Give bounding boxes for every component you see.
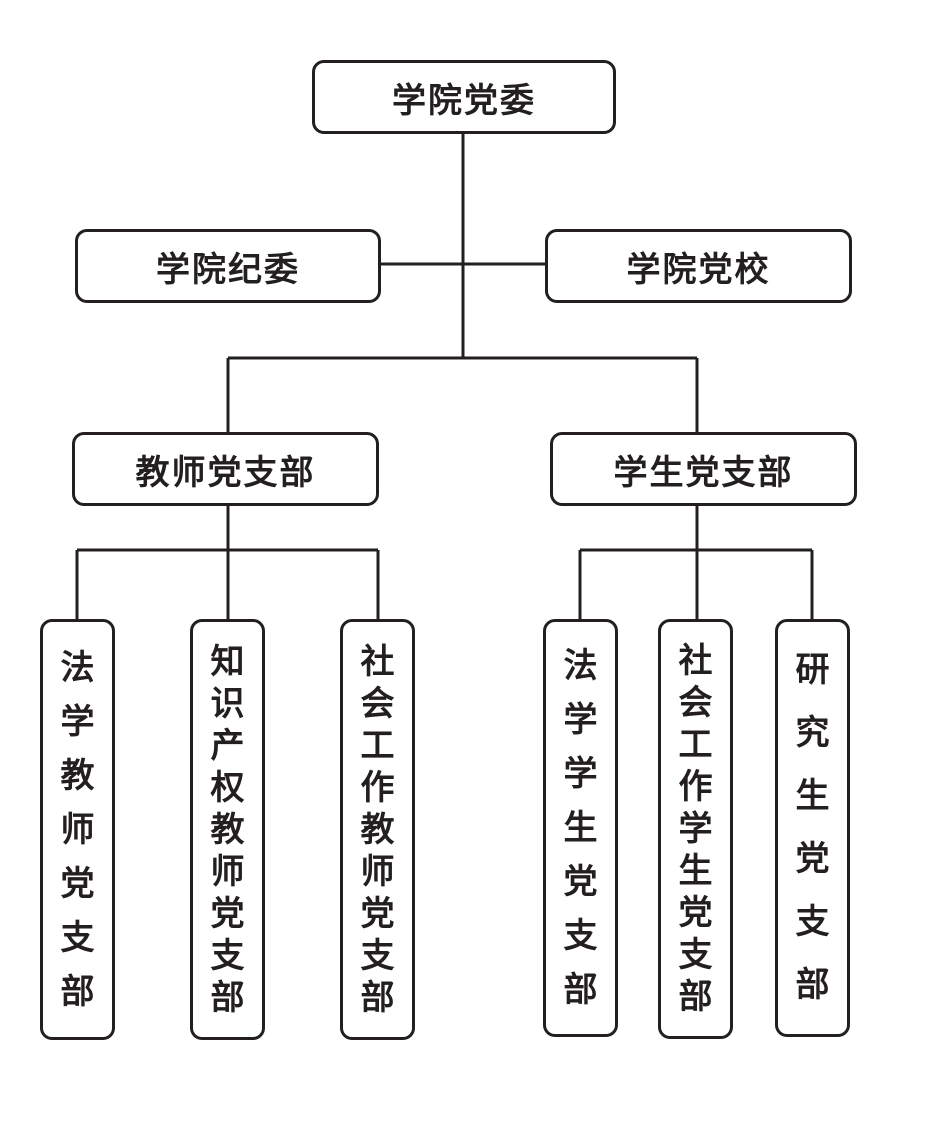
label-char: 部 (678, 977, 713, 1017)
label-char: 部 (795, 965, 830, 1005)
label-char: 部 (210, 977, 245, 1018)
label-char: 教 (60, 755, 95, 796)
label-char: 支 (678, 935, 713, 975)
label-char: 学 (678, 809, 713, 849)
vertical-label: 知识产权教师党支部 (211, 641, 245, 1019)
label-char: 师 (360, 851, 395, 892)
label-char: 党 (795, 839, 830, 879)
label-char: 党 (563, 862, 598, 902)
label-char: 知 (210, 641, 245, 682)
label-char: 会 (678, 683, 713, 723)
label-char: 工 (678, 725, 713, 765)
label-char: 师 (60, 809, 95, 850)
label-char: 支 (210, 935, 245, 976)
vertical-label: 社会工作学生党支部 (679, 640, 713, 1018)
label-char: 部 (60, 971, 95, 1012)
label-char: 学 (563, 700, 598, 740)
label-char: 部 (360, 977, 395, 1018)
label-char: 支 (795, 902, 830, 942)
label-char: 会 (360, 683, 395, 724)
label-char: 支 (60, 917, 95, 958)
label-char: 生 (678, 851, 713, 891)
label-char: 生 (563, 808, 598, 848)
label-char: 作 (360, 767, 395, 808)
label-char: 党 (360, 893, 395, 934)
connectors (75, 133, 814, 620)
label-char: 权 (210, 767, 245, 808)
student-branch-node: 学生党支部 (550, 432, 857, 506)
label-char: 作 (678, 767, 713, 807)
teacher-branch-node: 教师党支部 (72, 432, 379, 506)
vertical-label: 法学学生党支部 (564, 639, 598, 1017)
discipline-node: 学院纪委 (75, 229, 381, 303)
label-char: 生 (795, 776, 830, 816)
label-char: 工 (360, 725, 395, 766)
label-char: 教 (360, 809, 395, 850)
label-char: 党 (678, 893, 713, 933)
label-char: 支 (360, 935, 395, 976)
vertical-label: 研究生党支部 (796, 639, 830, 1017)
grad-node: 研究生党支部 (775, 619, 850, 1037)
label-char: 学 (60, 701, 95, 742)
vertical-label: 法学教师党支部 (61, 641, 95, 1019)
vertical-label: 社会工作教师党支部 (361, 641, 395, 1019)
root-node: 学院党委 (312, 60, 616, 134)
label-char: 支 (563, 916, 598, 956)
label-char: 究 (795, 713, 830, 753)
label-char: 教 (210, 809, 245, 850)
label-char: 部 (563, 970, 598, 1010)
label-char: 师 (210, 851, 245, 892)
law-student-node: 法学学生党支部 (543, 619, 618, 1037)
label-char: 识 (210, 683, 245, 724)
law-teacher-node: 法学教师党支部 (40, 619, 115, 1040)
label-char: 法 (60, 647, 95, 688)
sw-student-node: 社会工作学生党支部 (658, 619, 733, 1039)
sw-teacher-node: 社会工作教师党支部 (340, 619, 415, 1040)
label-char: 社 (678, 641, 713, 681)
label-char: 学 (563, 754, 598, 794)
label-char: 研 (795, 650, 830, 690)
label-char: 党 (210, 893, 245, 934)
label-char: 党 (60, 863, 95, 904)
ip-teacher-node: 知识产权教师党支部 (190, 619, 265, 1040)
party-school-node: 学院党校 (545, 229, 852, 303)
label-char: 产 (210, 725, 245, 766)
label-char: 法 (563, 646, 598, 686)
label-char: 社 (360, 641, 395, 682)
